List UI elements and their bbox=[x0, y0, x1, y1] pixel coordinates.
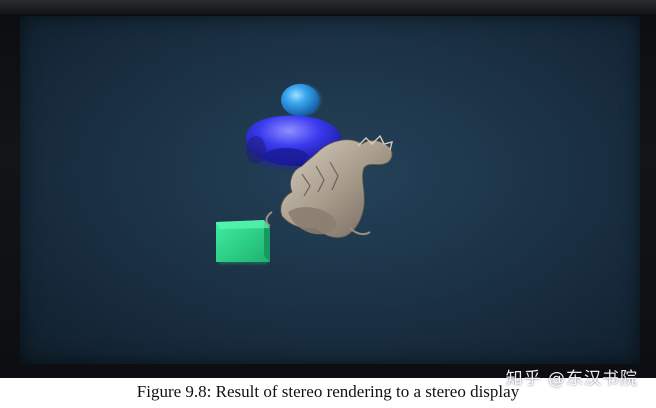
figure-caption: Figure 9.8: Result of stereo rendering t… bbox=[136, 382, 520, 401]
monitor-top-edge bbox=[0, 0, 656, 14]
monitor-bezel bbox=[0, 0, 656, 378]
dragon-model bbox=[265, 134, 393, 238]
small-sphere bbox=[281, 84, 321, 116]
rendered-3d-scene bbox=[216, 84, 393, 264]
monitor-screen bbox=[20, 16, 640, 364]
watermark-text: 知乎 @东汉书院 bbox=[505, 369, 638, 389]
green-cube bbox=[216, 220, 270, 264]
